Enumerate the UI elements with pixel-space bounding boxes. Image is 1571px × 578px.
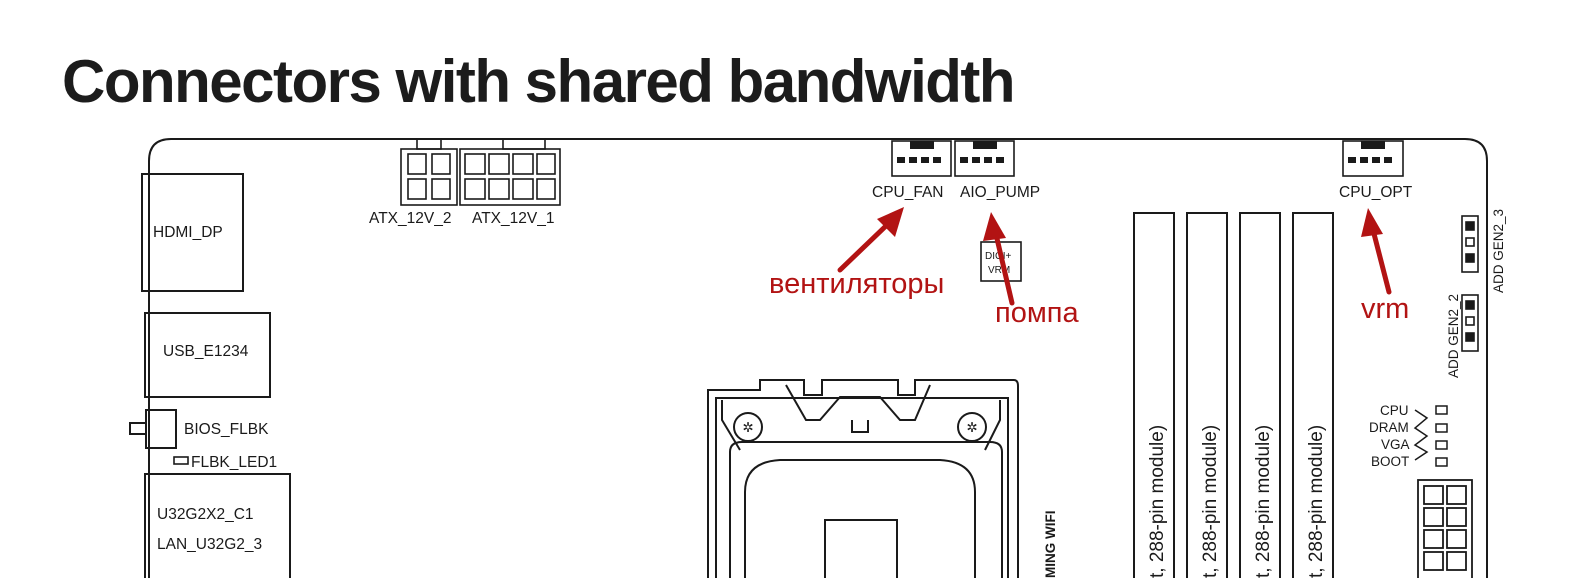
add-gen2-2-header (1461, 294, 1479, 352)
atx-12v-2-connector (400, 138, 458, 206)
page-title: Connectors with shared bandwidth (62, 48, 1016, 115)
bios-flbk-label: BIOS_FLBK (184, 421, 269, 438)
usb-e1234-label: USB_E1234 (163, 343, 249, 360)
cpu-socket (707, 379, 1019, 578)
digi-vrm-label-line1: DIGI+ (985, 251, 1012, 262)
atx-12v-2-label: ATX_12V_2 (369, 210, 451, 227)
led-boot-label: BOOT (1371, 454, 1409, 469)
atx-12v-1-connector (459, 138, 561, 206)
dimm-slots (1133, 212, 1334, 578)
u32g2x2-c1-label: U32G2X2_C1 (157, 506, 254, 523)
flbk-led (173, 456, 189, 465)
flbk-led-label: FLBK_LED1 (191, 454, 277, 471)
dimm-a2-label: t, 288-pin module) (1200, 425, 1221, 578)
usb-e1234-port (144, 312, 271, 398)
led-cpu-label: CPU (1380, 403, 1409, 418)
atx-12v-1-label: ATX_12V_1 (472, 210, 554, 227)
led-vga-label: VGA (1381, 437, 1410, 452)
digi-vrm-label-line2: VRM (988, 265, 1010, 276)
annotation-vrm: vrm (1361, 293, 1409, 325)
u32g2x2-lan-port (144, 473, 291, 578)
add-gen2-3-label: ADD GEN2_3 (1491, 209, 1506, 293)
annotation-fans: вентиляторы (769, 268, 944, 300)
board-outline (148, 138, 1488, 578)
cpu-opt-label: CPU_OPT (1339, 184, 1413, 201)
hdmi-dp-label: HDMI_DP (153, 224, 223, 241)
cpu-fan-label: CPU_FAN (872, 184, 944, 201)
cpu-fan-header (891, 140, 952, 177)
dimm-a1-label: t, 288-pin module) (1147, 425, 1168, 578)
led-dram-label: DRAM (1369, 420, 1409, 435)
aio-pump-label: AIO_PUMP (960, 184, 1040, 201)
socket-screw-icon: ✲ (742, 420, 753, 435)
socket-screw-icon: ✲ (966, 420, 977, 435)
q-led-indicators (1413, 405, 1448, 467)
dimm-b2-label: t, 288-pin module) (1306, 425, 1327, 578)
hdmi-dp-port (141, 173, 244, 292)
lan-u32g2-3-label: LAN_U32G2_3 (157, 536, 262, 553)
add-gen2-2-label: ADD GEN2_2 (1446, 294, 1461, 378)
digi-vrm-chip (980, 241, 1022, 282)
dimm-b1-label: t, 288-pin module) (1253, 425, 1274, 578)
cpu-opt-header (1342, 140, 1404, 177)
bios-flbk-button (129, 409, 177, 449)
add-gen2-3-header (1461, 215, 1479, 273)
annotation-arrows (837, 207, 1392, 306)
atx-24pin-connector (1417, 479, 1473, 578)
aio-pump-header (954, 140, 1015, 177)
annotation-pump: помпа (995, 297, 1079, 329)
board-model-text: MING WIFI (1043, 511, 1058, 578)
